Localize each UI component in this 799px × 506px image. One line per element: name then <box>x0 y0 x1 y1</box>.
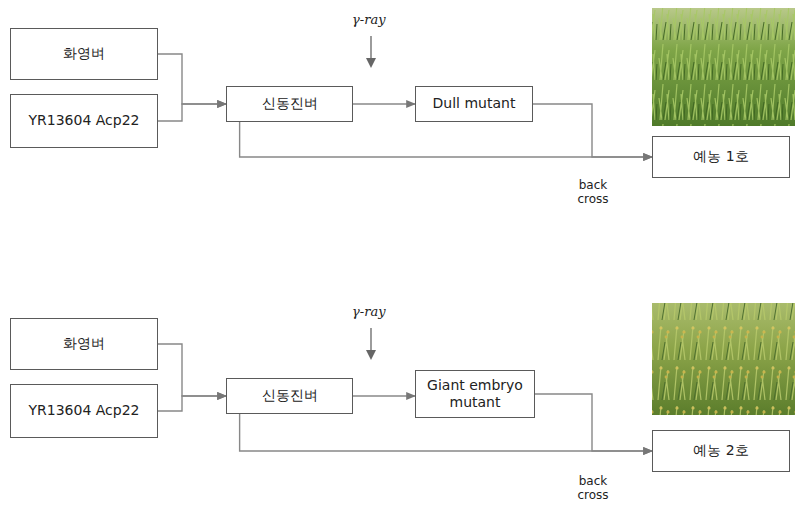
flow-arrow <box>158 54 226 104</box>
box-label: YR13604 Acp22 <box>29 112 140 130</box>
flow-arrow <box>240 122 652 157</box>
process-box: 화영벼 <box>10 28 158 80</box>
box-label: YR13604 Acp22 <box>29 402 140 420</box>
flow-arrow <box>240 414 652 451</box>
process-box: 화영벼 <box>10 318 158 370</box>
radiation-label: γ-ray <box>352 304 385 319</box>
box-label: 화영벼 <box>63 335 105 353</box>
process-box: 예농 1호 <box>652 136 790 178</box>
box-label: 예농 2호 <box>693 442 748 460</box>
rice-photo <box>652 8 795 126</box>
flow-arrow <box>158 344 226 396</box>
flow-arrow <box>353 395 415 396</box>
process-box: YR13604 Acp22 <box>10 384 158 438</box>
process-box: Dull mutant <box>415 86 533 122</box>
rice-photo <box>652 303 795 415</box>
box-label: 예농 1호 <box>693 148 748 166</box>
box-label: 신동진벼 <box>262 95 318 113</box>
flow-arrow <box>533 104 652 157</box>
process-box: 예농 2호 <box>652 430 790 472</box>
process-box: Giant embryo mutant <box>415 370 535 418</box>
box-label: 신동진벼 <box>262 387 318 405</box>
flow-arrow <box>158 396 226 411</box>
process-label: back cross <box>572 474 614 503</box>
process-label: back cross <box>572 178 614 207</box>
flow-arrow <box>353 103 415 104</box>
flow-arrow <box>535 394 652 451</box>
radiation-label: γ-ray <box>352 12 385 27</box>
process-box: YR13604 Acp22 <box>10 94 158 148</box>
process-box: 신동진벼 <box>226 86 353 122</box>
process-box: 신동진벼 <box>226 378 353 414</box>
box-label: 화영벼 <box>63 45 105 63</box>
box-label: Giant embryo mutant <box>424 377 526 412</box>
flow-arrow <box>158 104 226 121</box>
box-label: Dull mutant <box>433 95 516 113</box>
